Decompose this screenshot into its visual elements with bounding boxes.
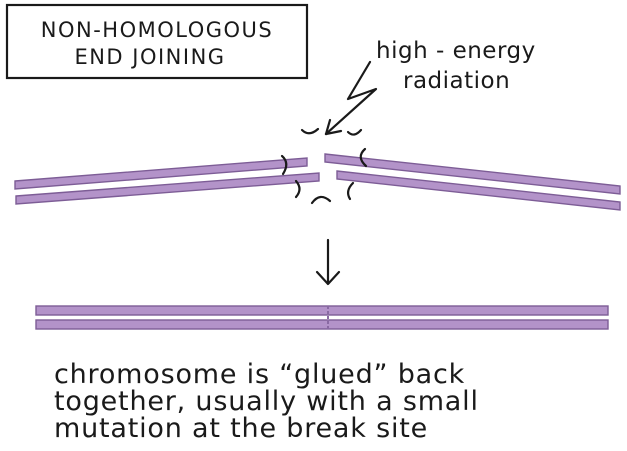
break-mark <box>346 181 355 201</box>
down-arrow-icon <box>315 238 341 286</box>
caption-line-3: mutation at the break site <box>54 413 428 444</box>
right-strand-top <box>324 153 621 195</box>
repaired-chromosome <box>35 305 609 330</box>
title-line-1: NON-HOMOLOGOUS <box>41 18 273 42</box>
break-mark <box>280 154 288 176</box>
lightning-bolt-arrow-icon <box>324 60 378 136</box>
repaired-strand-top <box>35 305 609 316</box>
left-strand-top <box>14 157 308 190</box>
break-site-marks <box>280 127 368 205</box>
caption: chromosome is “glued” back together, usu… <box>54 359 479 444</box>
broken-chromosome-right <box>324 153 621 211</box>
break-mark <box>310 195 332 205</box>
radiation-label-line-2: radiation <box>403 68 510 94</box>
title-line-2: END JOINING <box>74 45 225 69</box>
right-strand-bottom <box>336 170 621 211</box>
caption-line-2: together, usually with a small <box>54 386 479 417</box>
title-border <box>5 3 309 80</box>
repaired-strand-bottom <box>35 319 609 330</box>
radiation-label: high - energy radiation <box>376 38 536 94</box>
break-mark <box>294 179 301 199</box>
break-mark <box>346 128 363 136</box>
radiation-label-line-1: high - energy <box>376 38 536 64</box>
caption-line-1: chromosome is “glued” back <box>54 359 465 390</box>
left-strand-bottom <box>15 172 320 205</box>
break-mark <box>359 147 368 168</box>
broken-chromosome-left <box>14 157 320 205</box>
break-mark <box>300 127 320 135</box>
title-box: NON-HOMOLOGOUS END JOINING <box>5 3 309 80</box>
